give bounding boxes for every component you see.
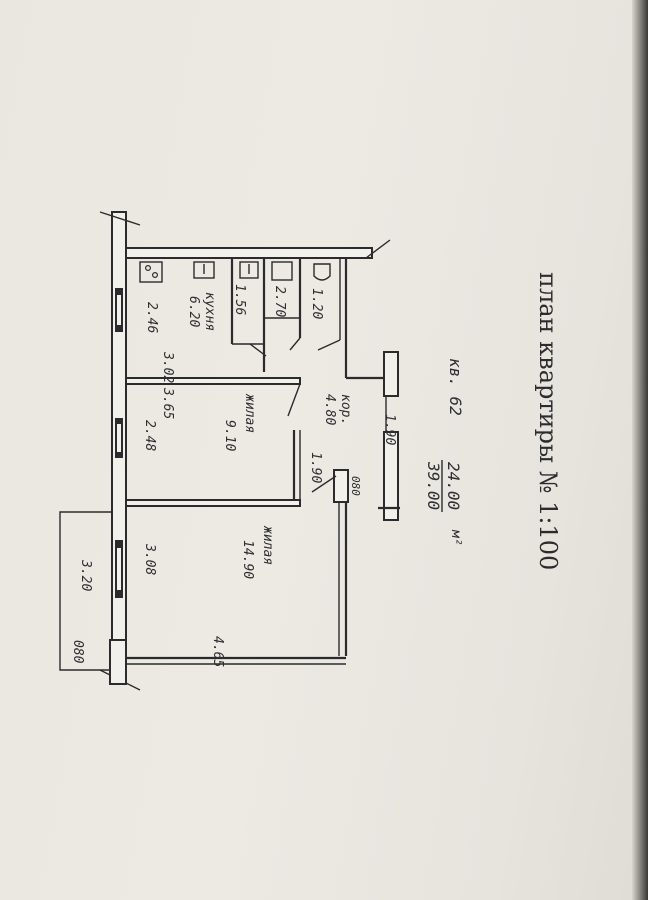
- plan-title: план квартиры № 1:100: [534, 272, 562, 570]
- dim-080-door: 080: [349, 476, 362, 496]
- dim-3-65: 3.65: [160, 387, 175, 419]
- bathtub-fixture: [271, 261, 293, 281]
- door-swing-living-large: [311, 475, 337, 493]
- apartment-number: кв. 62: [446, 358, 465, 416]
- door-swing-living-small: [287, 383, 301, 417]
- washbasin-fixture: [239, 261, 259, 279]
- area-unit: м²: [448, 529, 463, 546]
- partition-living-living: [125, 499, 301, 507]
- dim-080-balcony: 080: [70, 640, 85, 664]
- entrance-wall-lower: [383, 431, 399, 521]
- room-label-kitchen: кухня: [202, 292, 217, 331]
- dim-3-02: 3.02: [160, 351, 175, 383]
- dim-1-90-a: 1.90: [382, 414, 397, 445]
- room-area-living-large: 14.90: [240, 540, 255, 579]
- partition-kitchen-living: [125, 377, 301, 385]
- stove-fixture: [139, 261, 163, 283]
- dim-2-46: 2.46: [144, 302, 159, 333]
- room-area-wc: 2.70: [272, 286, 287, 317]
- area-total: 39.00: [424, 461, 443, 510]
- balcony-outline: [59, 511, 112, 671]
- room-area-bath: 1.56: [232, 284, 247, 315]
- paper-edge: [632, 0, 648, 900]
- room-area-closet: 1.20: [309, 288, 324, 319]
- room-label-corridor: кор.: [338, 394, 353, 425]
- entrance-wall-upper: [383, 351, 399, 397]
- dim-3-20: 3.20: [78, 559, 93, 591]
- toilet-fixture: [313, 263, 331, 281]
- door-large-room: [333, 469, 349, 503]
- balcony-door: [109, 639, 127, 685]
- dim-4-65: 4.65: [210, 636, 225, 667]
- room-label-living-large: жилая: [260, 525, 275, 565]
- dim-2-48: 2.48: [142, 420, 157, 451]
- dim-1-90-b: 1.90: [308, 452, 323, 483]
- sink-fixture: [193, 261, 215, 279]
- area-total-living: 24.00: [444, 462, 463, 510]
- top-wall: [125, 247, 373, 259]
- room-area-corridor: 4.80: [322, 394, 337, 425]
- dim-3-08: 3.08: [142, 543, 157, 575]
- room-label-living-small: жилая: [242, 393, 257, 433]
- room-area-kitchen: 6.20: [186, 296, 201, 327]
- room-area-living-small: 9.10: [222, 420, 237, 451]
